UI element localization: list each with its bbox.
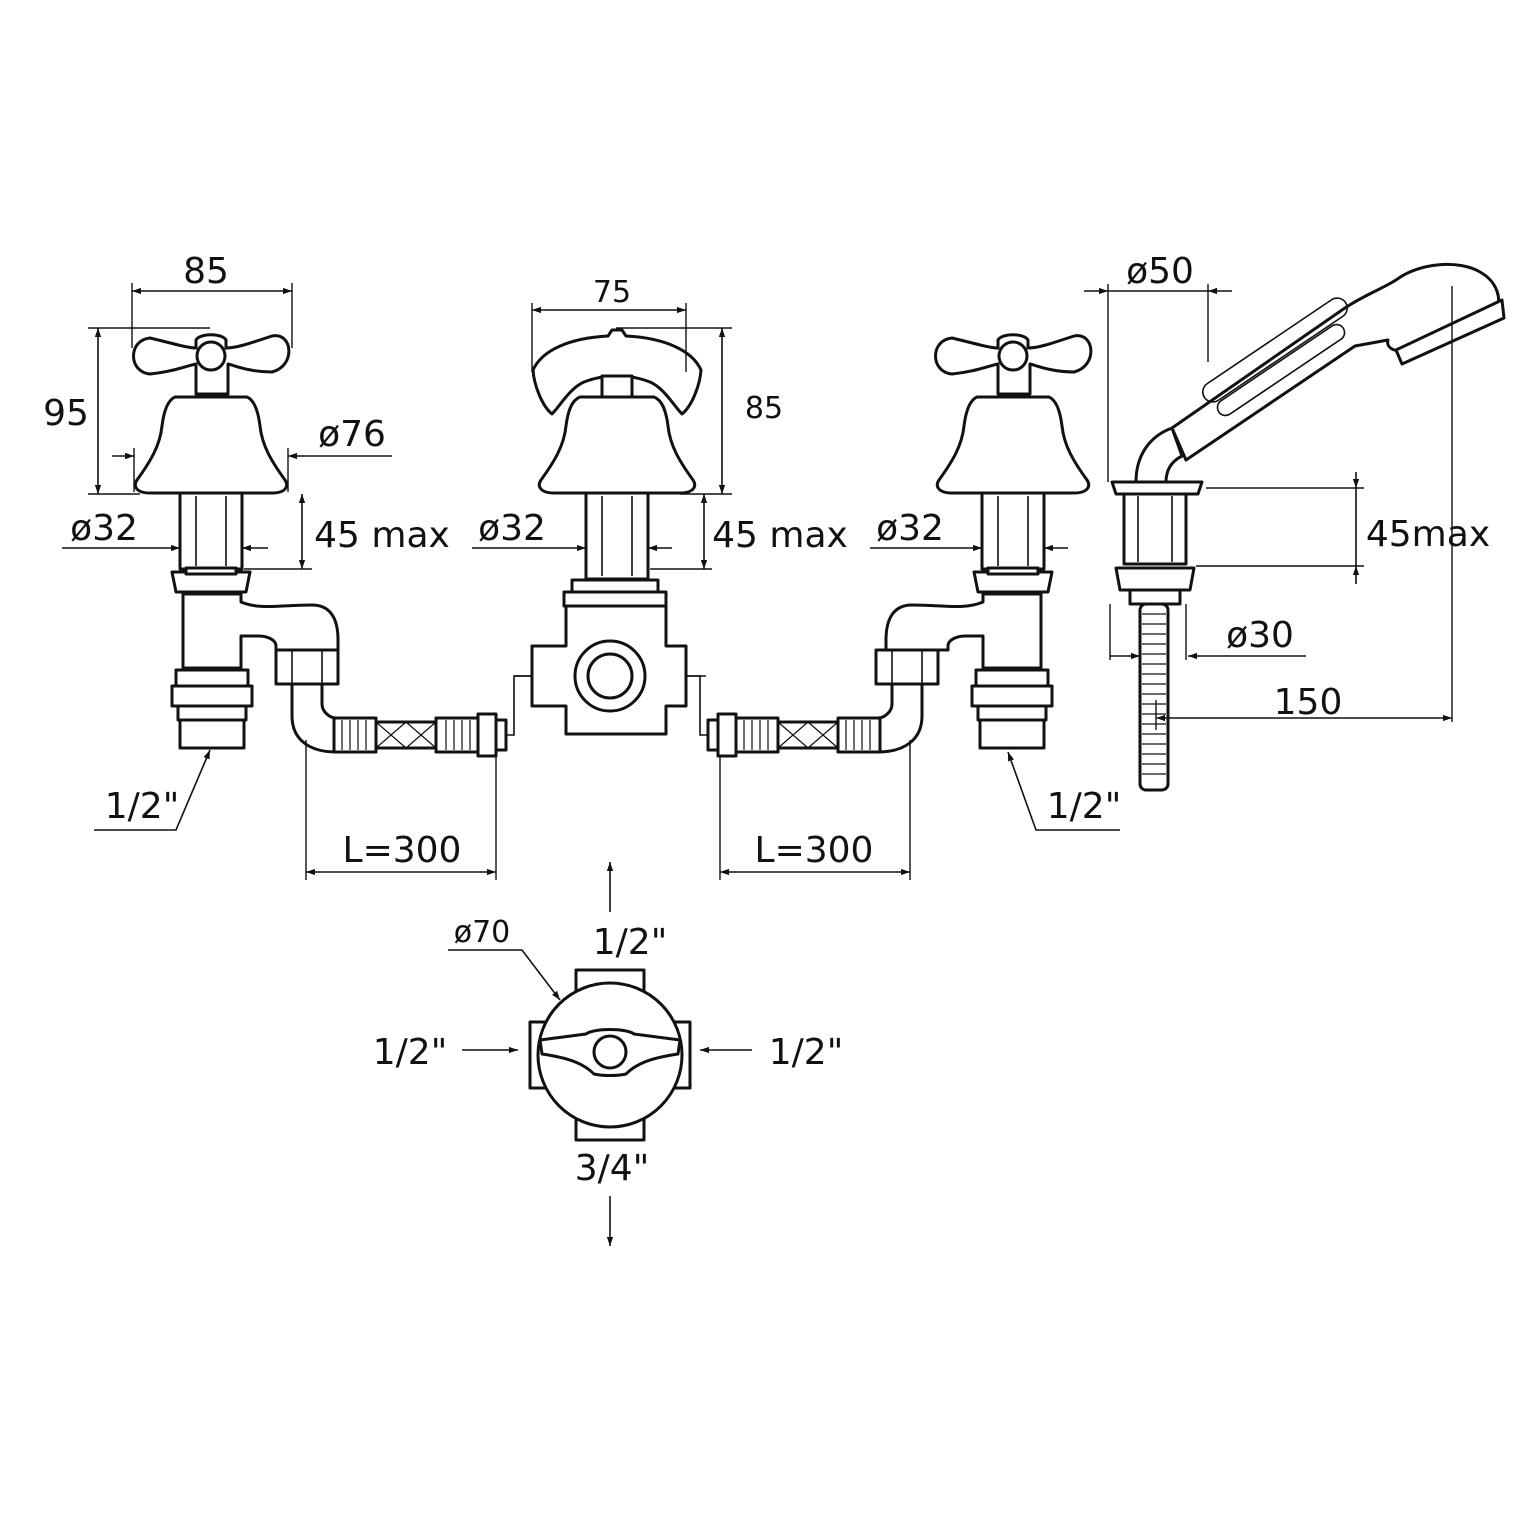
dimension-lines bbox=[62, 283, 1453, 880]
hand-shower bbox=[1110, 262, 1506, 792]
shower-hose bbox=[1138, 602, 1170, 792]
label-shower-offset: 150 bbox=[1274, 682, 1343, 723]
center-valve bbox=[514, 328, 706, 736]
shower-locknut bbox=[1114, 566, 1196, 592]
label-right-shank-diameter: ø32 bbox=[876, 508, 944, 549]
right-flex-hose bbox=[706, 712, 882, 758]
label-left-inlet-thread: 1/2" bbox=[105, 786, 180, 827]
left-handle-cap-icon bbox=[195, 340, 227, 372]
label-diverter-left-port: 1/2" bbox=[373, 1032, 448, 1073]
label-right-inlet-thread: 1/2" bbox=[1047, 786, 1122, 827]
right-hose-bend bbox=[876, 682, 924, 754]
label-shower-base-diameter: ø50 bbox=[1126, 251, 1194, 292]
center-bell bbox=[537, 395, 697, 495]
label-left-shank-diameter: ø32 bbox=[70, 508, 138, 549]
left-bell bbox=[133, 395, 289, 495]
label-diverter-bottom-port: 3/4" bbox=[575, 1148, 650, 1189]
label-diverter-right-port: 1/2" bbox=[769, 1032, 844, 1073]
label-diverter-body-diameter: ø70 bbox=[454, 915, 511, 950]
diverter-plan-spindle-icon bbox=[592, 1034, 628, 1070]
label-left-handle-width: 85 bbox=[183, 251, 229, 292]
label-diverter-top-port: 1/2" bbox=[593, 922, 668, 963]
label-center-handle-width: 75 bbox=[593, 275, 631, 310]
right-shank bbox=[980, 491, 1046, 571]
label-hose-left-length: L=300 bbox=[343, 830, 462, 871]
label-shower-hose-diameter: ø30 bbox=[1226, 615, 1294, 656]
left-inlet-union bbox=[170, 668, 254, 750]
label-left-bell-diameter: ø76 bbox=[318, 414, 386, 455]
label-center-shank-diameter: ø32 bbox=[478, 508, 546, 549]
diverter-plan-view bbox=[448, 862, 752, 1246]
label-left-handle-height: 95 bbox=[43, 393, 89, 434]
left-shank bbox=[178, 491, 244, 571]
left-tap bbox=[132, 333, 532, 758]
shower-base bbox=[1110, 480, 1204, 496]
right-tap bbox=[686, 333, 1093, 758]
label-center-shank-max: 45 max bbox=[712, 515, 848, 556]
dimension-labels: 85 95 ø76 ø32 45 max 1/2" L=300 75 85 ø3… bbox=[43, 251, 1490, 1189]
right-inlet-union bbox=[970, 668, 1054, 750]
shower-handle-body bbox=[1170, 262, 1501, 462]
right-outlet-nut bbox=[874, 648, 940, 686]
label-shower-shank-max: 45max bbox=[1366, 514, 1490, 555]
left-hose-bend bbox=[290, 682, 338, 754]
left-flex-hose bbox=[332, 712, 508, 758]
right-handle-cap-icon bbox=[997, 340, 1029, 372]
right-bell bbox=[935, 395, 1091, 495]
left-outlet-nut bbox=[274, 648, 340, 686]
center-lever-handle bbox=[531, 328, 703, 416]
label-hose-right-length: L=300 bbox=[755, 830, 874, 871]
center-shank bbox=[584, 491, 650, 581]
label-left-shank-max: 45 max bbox=[314, 515, 450, 556]
label-center-handle-height: 85 bbox=[745, 391, 783, 426]
